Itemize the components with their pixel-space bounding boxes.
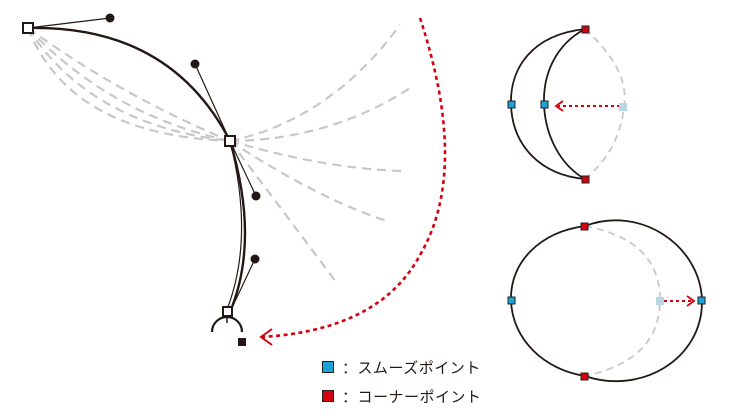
legend-item-smooth: ：スムーズポイント (322, 356, 482, 378)
legend: ：スムーズポイント ：コーナーポイント (322, 356, 482, 414)
smooth-point-icon (697, 296, 706, 305)
red-move-arrow (259, 17, 447, 346)
corner-point-icon (580, 222, 589, 231)
smooth-point-icon (507, 296, 516, 305)
corner-point-icon (580, 372, 589, 381)
bottom-right-figure (507, 219, 706, 382)
corner-point-icon (581, 25, 590, 34)
ghost-curves (26, 24, 411, 283)
anchor-point-icon (222, 306, 233, 317)
legend-label: ：コーナーポイント (342, 387, 482, 406)
smooth-point-icon (507, 100, 516, 109)
handle-dot-icon (190, 59, 200, 69)
smooth-swatch-icon (322, 361, 334, 373)
handle-dots (105, 13, 261, 346)
handle-dot-icon (105, 13, 115, 23)
smooth-point-icon (540, 100, 549, 109)
ghost-smooth-point-icon (619, 103, 627, 111)
handle-dot-icon (251, 191, 261, 201)
main-bezier-curve (27, 17, 257, 333)
corner-swatch-icon (322, 390, 334, 402)
anchor-point-icon (22, 22, 34, 34)
anchor-squares (22, 22, 236, 317)
legend-label: ：スムーズポイント (342, 358, 481, 377)
legend-item-corner: ：コーナーポイント (322, 385, 482, 407)
anchor-point-icon (224, 135, 236, 147)
top-right-figure (507, 25, 627, 184)
corner-point-icon (581, 175, 590, 184)
endpoint-square-icon (238, 338, 246, 346)
handle-dot-icon (250, 254, 260, 264)
ghost-smooth-point-icon (656, 297, 664, 305)
